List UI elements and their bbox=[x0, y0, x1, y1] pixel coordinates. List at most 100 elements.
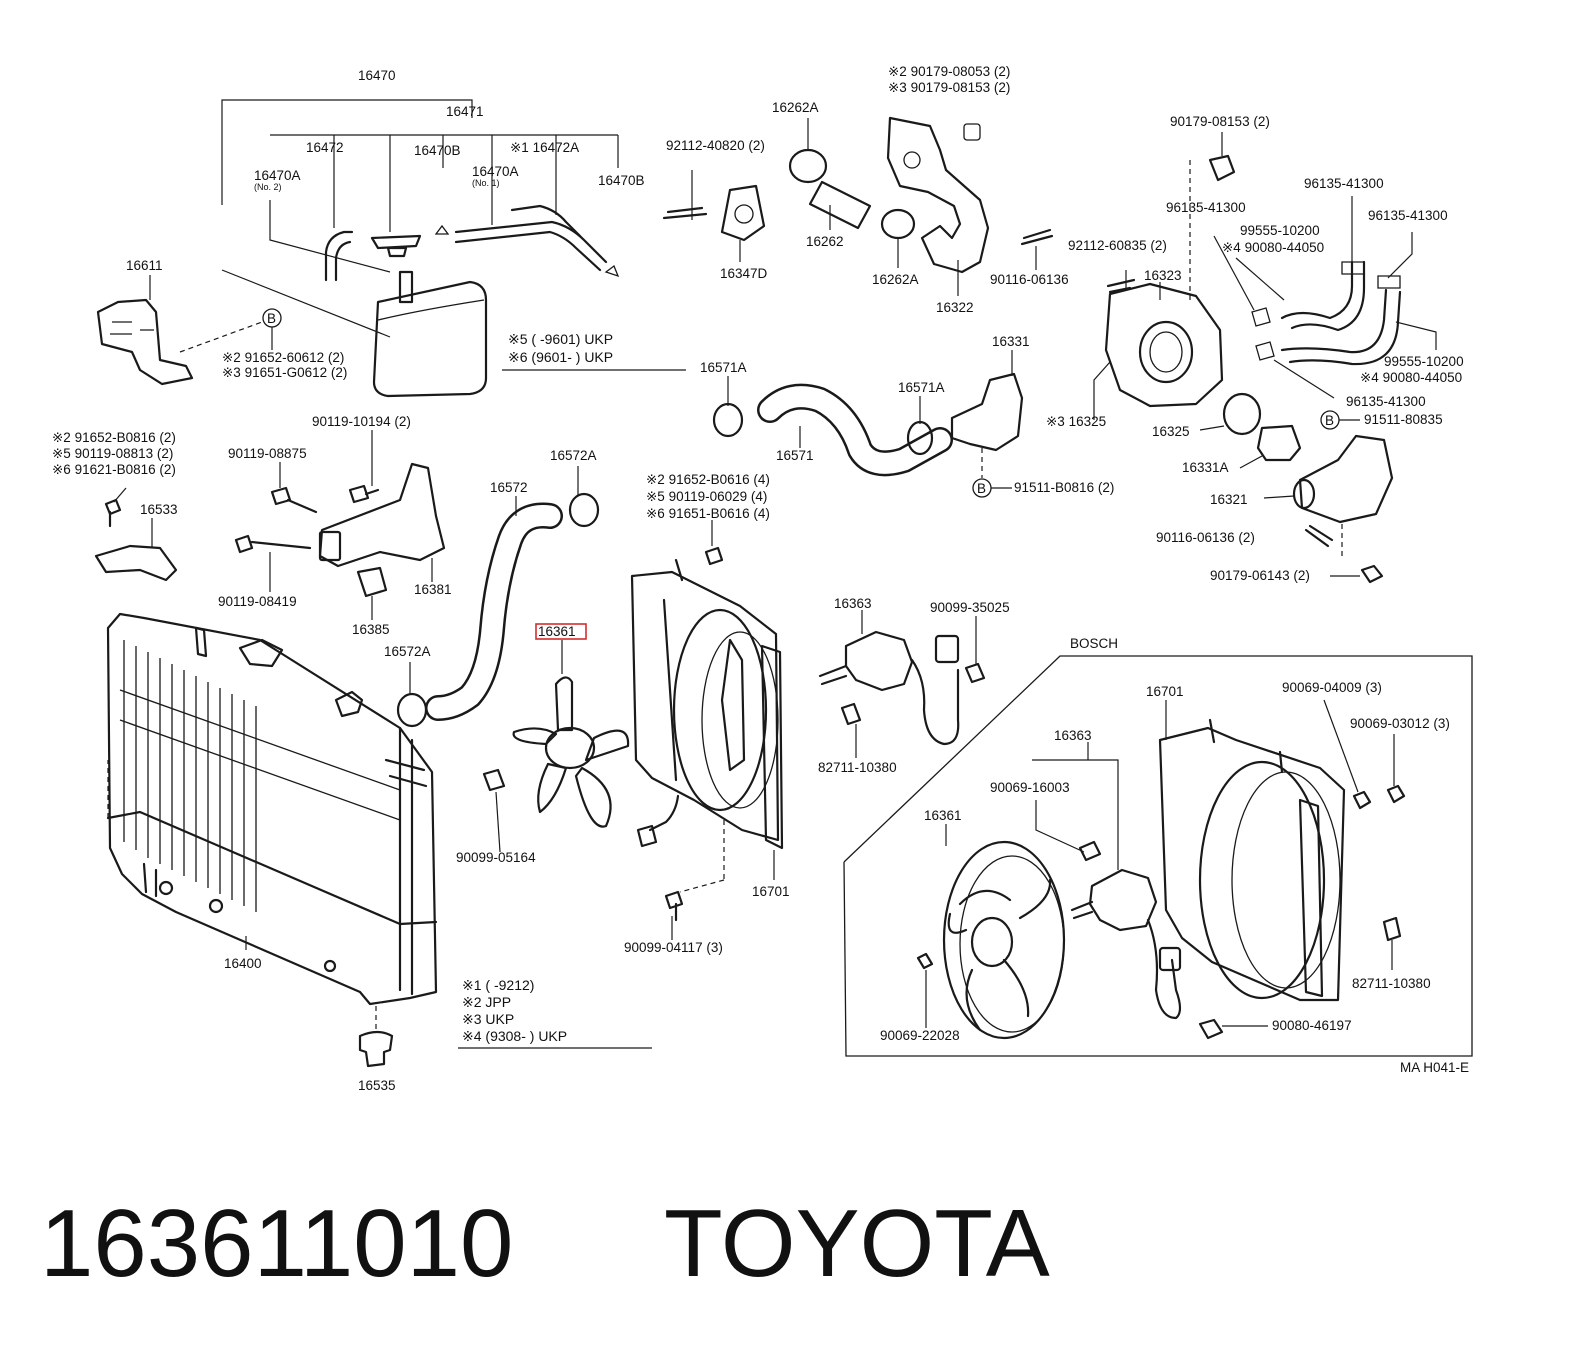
shroud-center-group: ※2 91652-B0616 (4) ※5 90119-06029 (4) ※6… bbox=[624, 472, 790, 955]
reservoir-cap bbox=[370, 234, 422, 250]
cushion-16385 bbox=[356, 566, 388, 598]
label-16361-bosch: 16361 bbox=[924, 808, 962, 823]
label-90080-44050-a: ※4 90080-44050 bbox=[1222, 240, 1324, 255]
bosch-cooling-fan-16361 bbox=[942, 840, 1066, 1040]
label-90119-08875: 90119-08875 bbox=[228, 446, 307, 461]
label-90119-08419: 90119-08419 bbox=[218, 594, 297, 609]
label-90099-04117: 90099-04117 (3) bbox=[624, 940, 723, 955]
label-16472: 16472 bbox=[306, 140, 344, 155]
left-bracket-group: ※2 91652-B0816 (2) ※5 90119-08813 (2) ※6… bbox=[52, 430, 178, 582]
label-90179-08153-b: 90179-08153 (2) bbox=[1170, 114, 1270, 129]
label-90179-06143: 90179-06143 (2) bbox=[1210, 568, 1310, 583]
label-91621-b0816: ※6 91621-B0816 (2) bbox=[52, 462, 176, 477]
caption: 163611010 TOYOTA bbox=[40, 1190, 1050, 1297]
lower-hose-group: 16572 16572A 16572A bbox=[384, 448, 600, 728]
label-90116-06136-b: 90116-06136 (2) bbox=[1156, 530, 1255, 545]
label-16331: 16331 bbox=[992, 334, 1030, 349]
motor-center-group: 16363 90099-35025 82711-10380 bbox=[818, 596, 1010, 775]
label-16331a: 16331A bbox=[1182, 460, 1229, 475]
label-16571: 16571 bbox=[776, 448, 814, 463]
label-92112-60835: 92112-60835 (2) bbox=[1068, 238, 1167, 253]
bosch-fan-motor-16363 bbox=[1088, 868, 1158, 932]
overflow-hose bbox=[454, 220, 608, 264]
label-bosch: BOSCH bbox=[1070, 636, 1118, 651]
label-90119-06029: ※5 90119-06029 (4) bbox=[646, 489, 767, 504]
bosch-fan-shroud-16701 bbox=[1158, 726, 1346, 1002]
label-82711-10380-a: 82711-10380 bbox=[818, 760, 897, 775]
label-90069-03012: 90069-03012 (3) bbox=[1350, 716, 1450, 731]
label-16400: 16400 bbox=[224, 956, 262, 971]
fan-motor-16363 bbox=[844, 630, 914, 692]
label-16381: 16381 bbox=[414, 582, 452, 597]
bracket-16533 bbox=[94, 544, 178, 582]
label-90099-05164: 90099-05164 bbox=[456, 850, 536, 865]
label-16323: 16323 bbox=[1144, 268, 1182, 283]
radiator-group: 16400 16535 bbox=[106, 612, 438, 1093]
footnote-5-6: ※5 ( -9601) UKP ※6 (9601- ) UKP bbox=[502, 331, 686, 371]
highlight-box bbox=[535, 623, 587, 640]
thermostat-housing-16323 bbox=[1104, 282, 1224, 408]
water-inlet-group: ※2 90179-08053 (2) ※3 90179-08153 (2) 16… bbox=[886, 64, 1069, 315]
footnote-1-4: ※1 ( -9212) ※2 JPP ※3 UKP ※4 (9308- ) UK… bbox=[458, 977, 652, 1049]
bracket-16381 bbox=[318, 462, 446, 568]
label-96135-41300-a: 96135-41300 bbox=[1304, 176, 1384, 191]
label-16571a-a: 16571A bbox=[700, 360, 747, 375]
bracket-16611-group: B 16611 ※2 91652-60612 (2) ※3 91651-G061… bbox=[96, 258, 347, 386]
b-marker-3: B bbox=[977, 481, 986, 496]
label-16470b: 16470B bbox=[414, 143, 461, 158]
label-90069-04009: 90069-04009 (3) bbox=[1282, 680, 1382, 695]
label-16572a-a: 16572A bbox=[550, 448, 597, 463]
label-16572a-b: 16572A bbox=[384, 644, 431, 659]
label-16361-highlight: 16361 bbox=[538, 624, 576, 639]
label-91652-60612: ※2 91652-60612 (2) bbox=[222, 350, 344, 365]
label-96135-41300-c: 96135-41300 bbox=[1368, 208, 1448, 223]
diagram-code: MA H041-E bbox=[1400, 1060, 1469, 1075]
bypass-hose-upper bbox=[1280, 260, 1354, 320]
note-4: ※4 (9308- ) UKP bbox=[462, 1028, 567, 1044]
label-90080-44050-b: ※4 90080-44050 bbox=[1360, 370, 1462, 385]
label-16325-b: 16325 bbox=[1152, 424, 1190, 439]
label-90116-06136-a: 90116-06136 bbox=[990, 272, 1069, 287]
label-16701-a: 16701 bbox=[752, 884, 790, 899]
caption-brand: TOYOTA bbox=[664, 1190, 1050, 1297]
label-16701-b: 16701 bbox=[1146, 684, 1184, 699]
label-16363-b: 16363 bbox=[1054, 728, 1092, 743]
label-16472a: ※1 16472A bbox=[510, 140, 579, 155]
label-16471: 16471 bbox=[446, 104, 484, 119]
fan-16361-group: 16361 90099-05164 bbox=[456, 623, 630, 865]
label-16321: 16321 bbox=[1210, 492, 1248, 507]
label-91511-b0816: 91511-B0816 (2) bbox=[1014, 480, 1114, 495]
label-96135-41300-d: 96135-41300 bbox=[1346, 394, 1426, 409]
reservoir-tank bbox=[372, 280, 488, 398]
b-marker-2: B bbox=[1325, 413, 1334, 428]
thermostat-cover-16331 bbox=[950, 372, 1024, 452]
label-91652-b0816: ※2 91652-B0816 (2) bbox=[52, 430, 176, 445]
label-90069-22028: 90069-22028 bbox=[880, 1028, 960, 1043]
label-16262a-bottom: 16262A bbox=[872, 272, 919, 287]
note-2: ※2 JPP bbox=[462, 994, 511, 1010]
label-16347d: 16347D bbox=[720, 266, 768, 281]
radiator-16400 bbox=[106, 612, 438, 1006]
label-16262a-top: 16262A bbox=[772, 100, 819, 115]
label-16385: 16385 bbox=[352, 622, 390, 637]
label-99555-10200-a: 99555-10200 bbox=[1240, 223, 1320, 238]
shroud-bracket-group: 90119-08875 90119-10194 (2) 90119-08419 … bbox=[218, 414, 452, 637]
label-90099-35025: 90099-35025 bbox=[930, 600, 1010, 615]
gasket-16325 bbox=[1222, 392, 1262, 436]
label-16611: 16611 bbox=[126, 258, 163, 273]
label-99555-10200-b: 99555-10200 bbox=[1384, 354, 1464, 369]
bracket-16611 bbox=[96, 298, 194, 386]
b-marker-1: B bbox=[267, 311, 276, 326]
label-16470a-no2: 16470A bbox=[254, 168, 301, 183]
fan-shroud-16701 bbox=[630, 570, 780, 842]
label-92112-40820: 92112-40820 (2) bbox=[666, 138, 765, 153]
label-82711-10380-b: 82711-10380 bbox=[1352, 976, 1431, 991]
water-outlet-16321 bbox=[1298, 434, 1394, 524]
thermostat-16331a bbox=[1256, 424, 1302, 462]
label-91511-80835: 91511-80835 bbox=[1364, 412, 1443, 427]
note-6: ※6 (9601- ) UKP bbox=[508, 349, 613, 365]
cushion-16535 bbox=[358, 1030, 394, 1068]
label-91651-b0616: ※6 91651-B0616 (4) bbox=[646, 506, 770, 521]
label-16262: 16262 bbox=[806, 234, 844, 249]
note-1: ※1 ( -9212) bbox=[462, 977, 534, 993]
